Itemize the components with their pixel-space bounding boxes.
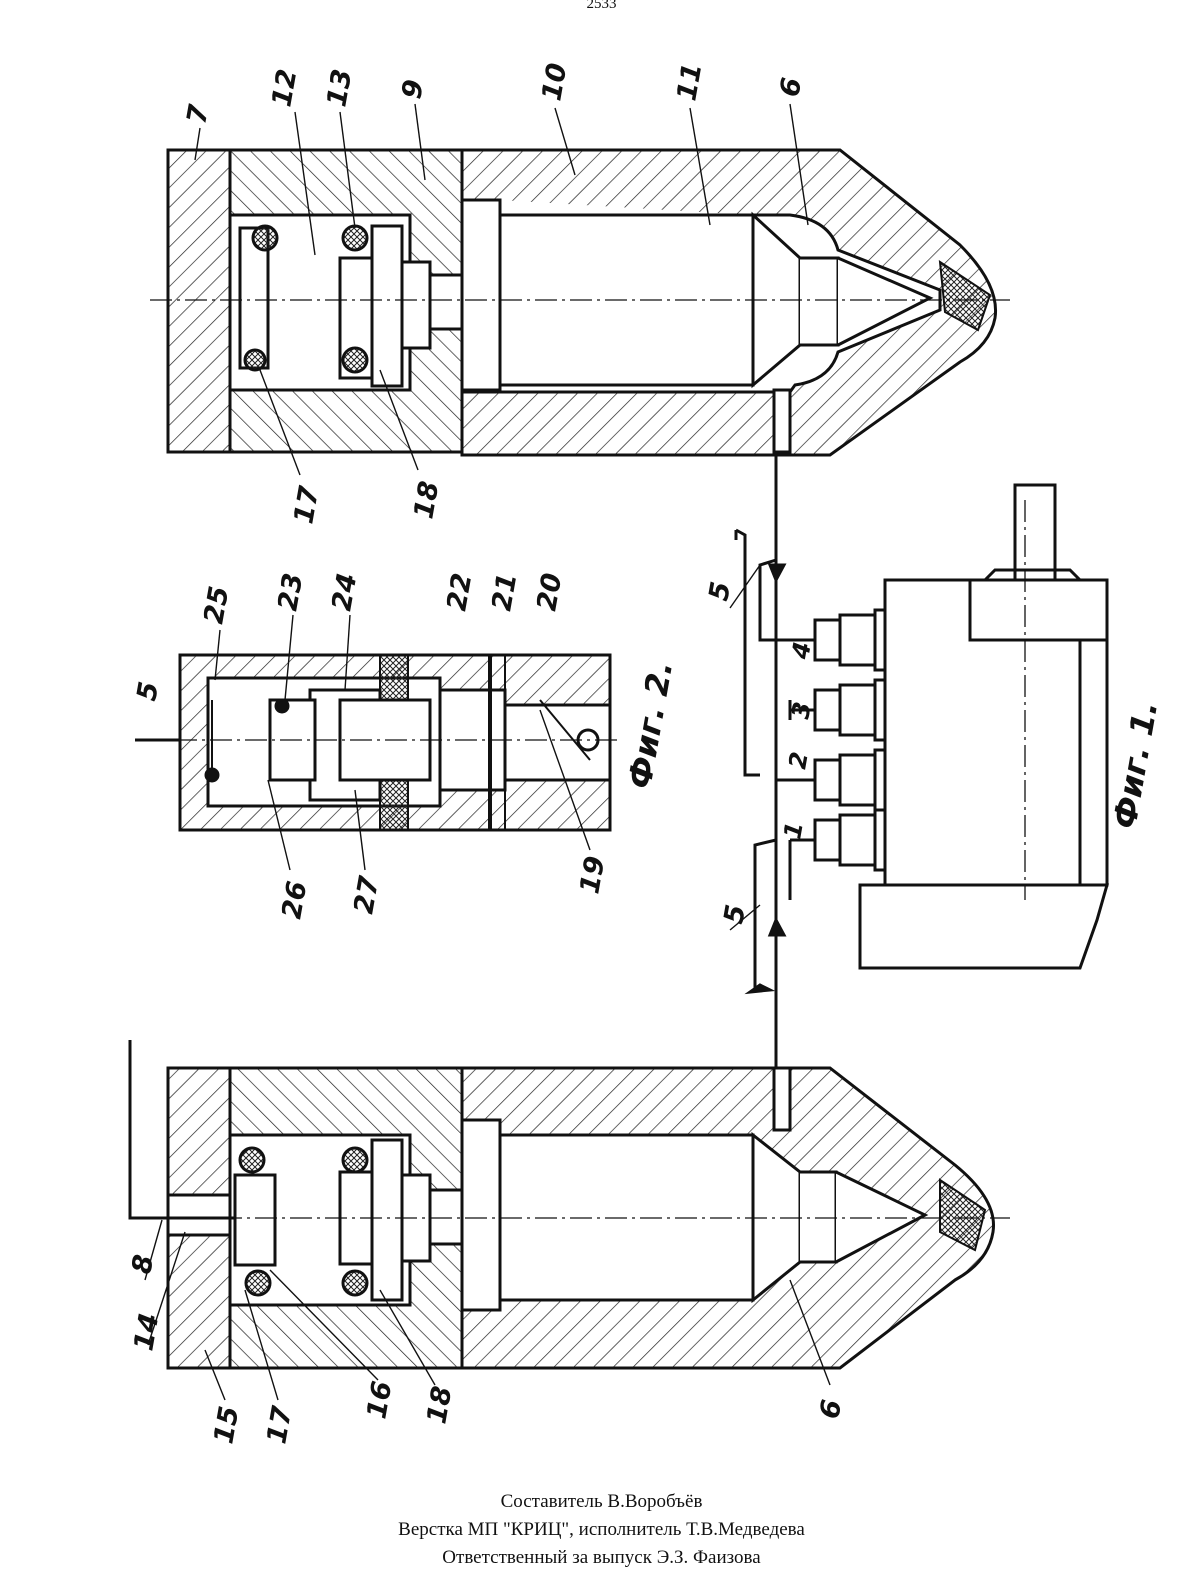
fig2-caption: Фиг. 2.	[620, 658, 680, 791]
label-14: 14	[128, 1311, 165, 1353]
footer-compiler: Составитель В.Воробъёв	[0, 1488, 1203, 1516]
label-12: 12	[266, 67, 303, 109]
label-17a: 17	[288, 484, 325, 527]
label-8: 8	[126, 1252, 160, 1276]
footer: Составитель В.Воробъёв Верстка МП "КРИЦ"…	[0, 1488, 1203, 1572]
footer-responsible: Ответственный за выпуск Э.З. Фаизова	[0, 1544, 1203, 1572]
upper-unit	[150, 150, 1010, 455]
label-5b: 5	[703, 579, 737, 603]
label-1: 1	[778, 820, 808, 841]
label-4: 4	[786, 640, 817, 662]
label-23: 23	[272, 571, 309, 613]
label-27: 27	[348, 874, 385, 917]
fig2-valve	[135, 655, 620, 830]
fig1-caption: Фиг. 1.	[1105, 698, 1165, 831]
label-22: 22	[441, 571, 478, 613]
label-11: 11	[671, 61, 708, 103]
label-18a: 18	[408, 479, 445, 521]
label-21: 21	[486, 571, 523, 613]
label-26: 26	[276, 879, 313, 921]
label-19: 19	[574, 854, 611, 896]
footer-layout: Верстка МП "КРИЦ", исполнитель Т.В.Медве…	[0, 1516, 1203, 1544]
label-5a: 5	[131, 679, 165, 703]
label-17b: 17	[261, 1404, 298, 1447]
label-10: 10	[536, 61, 573, 103]
label-20: 20	[531, 571, 568, 613]
label-25: 25	[198, 584, 235, 626]
label-2: 2	[783, 750, 813, 771]
label-6b: 6	[814, 1397, 848, 1421]
label-15: 15	[208, 1404, 245, 1446]
label-24a: 24	[326, 571, 363, 613]
label-16: 16	[361, 1379, 398, 1421]
label-9: 9	[396, 77, 430, 101]
label-6a: 6	[774, 75, 808, 99]
label-18b: 18	[421, 1384, 458, 1426]
label-7: 7	[181, 102, 215, 126]
label-5c: 5	[718, 902, 752, 926]
label-3: 3	[786, 700, 816, 721]
label-13: 13	[321, 67, 358, 109]
lower-unit	[130, 1040, 1010, 1368]
